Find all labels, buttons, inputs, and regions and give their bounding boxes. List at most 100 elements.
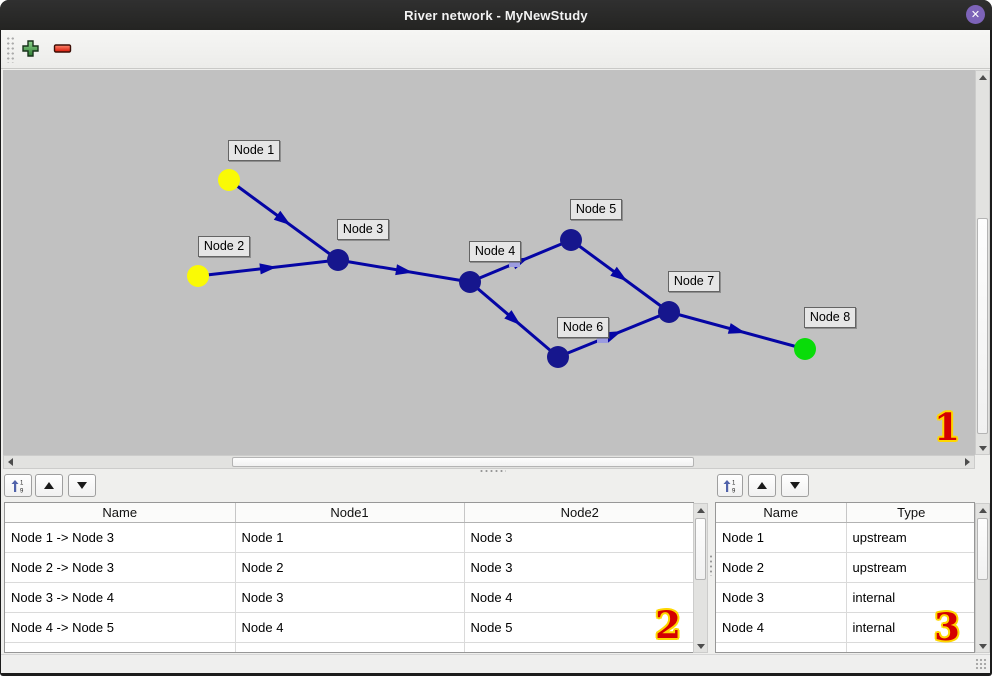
node-label[interactable]: Node 4: [469, 241, 521, 262]
node-label[interactable]: Node 3: [337, 219, 389, 240]
table-cell[interactable]: Node 3: [235, 582, 465, 613]
graph-node[interactable]: [560, 229, 582, 251]
table-cell[interactable]: [5, 642, 236, 652]
edge-arrow-icon: [727, 323, 746, 334]
horizontal-splitter-handle[interactable]: [479, 469, 506, 473]
table-cell[interactable]: Node 3 -> Node 4: [5, 582, 236, 613]
reaches-scroll-thumb[interactable]: [695, 518, 706, 580]
table-cell[interactable]: [846, 642, 974, 652]
svg-text:1: 1: [20, 480, 24, 486]
graph-node[interactable]: [547, 346, 569, 368]
table-cell[interactable]: Node 3: [464, 552, 693, 583]
table-cell[interactable]: Node 1: [716, 522, 847, 553]
scroll-down-icon[interactable]: [976, 442, 989, 454]
scroll-up-icon[interactable]: [976, 504, 989, 516]
canvas-vscroll-thumb[interactable]: [977, 218, 988, 434]
edge-arrow-icon: [273, 210, 291, 226]
sort-ascending-icon: 1 9: [723, 479, 736, 494]
table-cell[interactable]: Node 1: [235, 522, 465, 553]
edge-arrow-icon: [395, 264, 413, 276]
table-cell[interactable]: upstream: [846, 552, 974, 583]
scroll-right-icon[interactable]: [961, 456, 974, 468]
table-cell[interactable]: Node 4: [235, 612, 465, 643]
reaches-table-scrollbar[interactable]: [693, 503, 708, 653]
svg-text:9: 9: [732, 488, 736, 494]
node-label[interactable]: Node 6: [557, 317, 609, 338]
nodes-scroll-thumb[interactable]: [977, 518, 988, 580]
toolbar-drag-handle[interactable]: [6, 36, 15, 63]
minus-icon: [53, 43, 71, 53]
scroll-up-icon[interactable]: [976, 71, 989, 83]
move-down-icon: [790, 482, 800, 489]
status-bar: [1, 654, 990, 673]
table-cell[interactable]: Node 4 -> Node 5: [5, 612, 236, 643]
scroll-down-icon[interactable]: [976, 640, 989, 652]
window-title: River network - MyNewStudy: [404, 7, 588, 23]
table-cell[interactable]: Node 4: [464, 582, 693, 613]
column-header[interactable]: Name: [5, 503, 236, 523]
graph-node[interactable]: [794, 338, 816, 360]
remove-button[interactable]: [49, 35, 75, 61]
close-button[interactable]: ✕: [966, 5, 985, 24]
table-row[interactable]: [5, 642, 693, 652]
graph-node[interactable]: [658, 301, 680, 323]
graph-node[interactable]: [218, 169, 240, 191]
nodes-table-scrollbar[interactable]: [975, 503, 990, 653]
table-cell[interactable]: internal: [846, 582, 974, 613]
table-cell[interactable]: Node 3: [464, 522, 693, 553]
table-cell[interactable]: Node 1 -> Node 3: [5, 522, 236, 553]
node-label[interactable]: Node 1: [228, 140, 280, 161]
scroll-left-icon[interactable]: [4, 456, 17, 468]
table-cell[interactable]: [235, 642, 465, 652]
column-header[interactable]: Name: [716, 503, 847, 523]
network-canvas[interactable]: Node 1 Node 2 Node 3 Node 4 Node 5 Node 6 Node…: [3, 70, 975, 455]
node-label[interactable]: Node 7: [668, 271, 720, 292]
table-cell[interactable]: Node 2: [716, 552, 847, 583]
reaches-move-up-button[interactable]: [35, 474, 63, 497]
column-header[interactable]: Node1: [235, 503, 465, 523]
resize-grip[interactable]: [975, 658, 987, 670]
canvas-hscroll-thumb[interactable]: [232, 457, 694, 467]
scroll-down-icon[interactable]: [694, 640, 707, 652]
table-cell[interactable]: Node 4: [716, 612, 847, 643]
table-row[interactable]: [716, 642, 974, 652]
table-cell[interactable]: [716, 642, 847, 652]
node-label[interactable]: Node 2: [198, 236, 250, 257]
table-cell[interactable]: internal: [846, 612, 974, 643]
graph-node[interactable]: [327, 249, 349, 271]
nodes-sort-button[interactable]: 1 9: [717, 474, 743, 497]
nodes-move-up-button[interactable]: [748, 474, 776, 497]
table-cell[interactable]: [464, 642, 693, 652]
table-cell[interactable]: Node 3: [716, 582, 847, 613]
scroll-up-icon[interactable]: [694, 504, 707, 516]
column-header[interactable]: Node2: [464, 503, 693, 523]
node-label[interactable]: Node 8: [804, 307, 856, 328]
graph-node[interactable]: [459, 271, 481, 293]
graph-node[interactable]: [187, 265, 209, 287]
add-button[interactable]: [17, 35, 43, 61]
label-anchor-mark: [597, 334, 608, 343]
nodes-move-down-button[interactable]: [781, 474, 809, 497]
reaches-sort-button[interactable]: 1 9: [4, 474, 32, 497]
table-cell[interactable]: Node 2: [235, 552, 465, 583]
node-label[interactable]: Node 5: [570, 199, 622, 220]
canvas-vertical-scrollbar[interactable]: [975, 70, 990, 455]
column-header[interactable]: Type: [846, 503, 974, 523]
table-cell[interactable]: Node 2 -> Node 3: [5, 552, 236, 583]
reaches-move-down-button[interactable]: [68, 474, 96, 497]
vertical-splitter-handle[interactable]: [709, 554, 713, 576]
table-cell[interactable]: upstream: [846, 522, 974, 553]
canvas-horizontal-scrollbar[interactable]: [3, 455, 975, 469]
move-down-icon: [77, 482, 87, 489]
table-cell[interactable]: Node 5: [464, 612, 693, 643]
